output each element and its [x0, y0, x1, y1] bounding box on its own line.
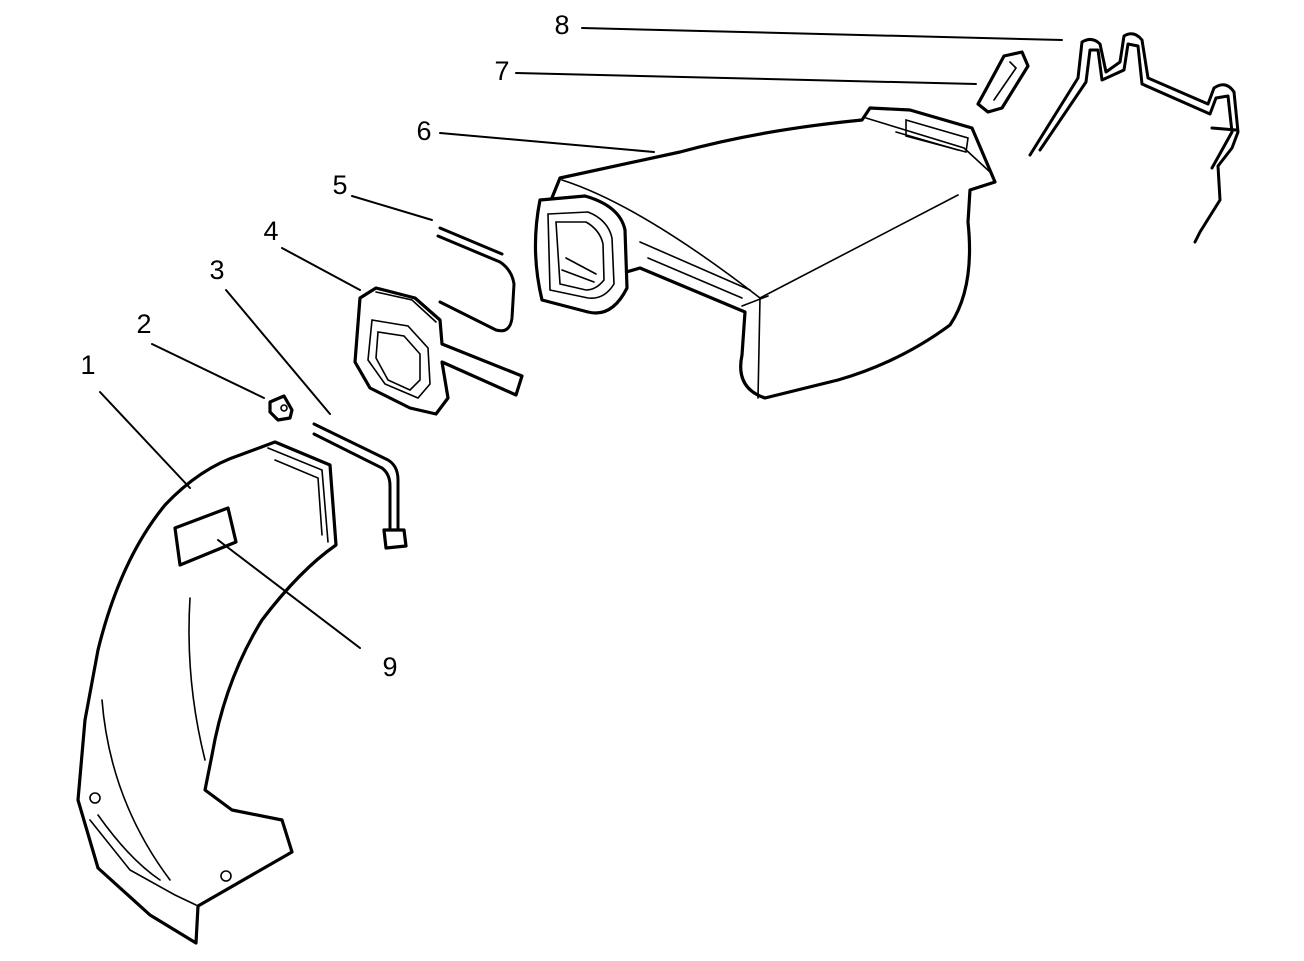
leader-6	[439, 132, 655, 153]
callout-3: 3	[209, 255, 224, 285]
callout-4: 4	[263, 216, 278, 246]
leader-1	[99, 391, 191, 489]
callout-7: 7	[494, 56, 509, 86]
callout-6: 6	[416, 116, 431, 146]
leader-4	[281, 247, 361, 291]
part-2-plug	[268, 394, 294, 422]
callout-5: 5	[332, 170, 347, 200]
part-9-label	[173, 506, 238, 567]
callout-1: 1	[80, 350, 95, 380]
callout-2: 2	[136, 309, 151, 339]
callout-8: 8	[554, 10, 569, 40]
part-3-tube	[312, 422, 408, 550]
part-7-clip	[976, 50, 1030, 114]
leader-5	[351, 195, 433, 221]
part-5-wire	[436, 226, 516, 333]
part-1-curved-duct	[76, 440, 338, 945]
part-4-frame	[353, 286, 524, 416]
callout-9: 9	[382, 652, 397, 682]
leader-9	[217, 539, 361, 649]
callout-labels: 1 2 3 4 5 6 7 8 9	[80, 10, 569, 682]
leader-7	[515, 72, 977, 85]
part-8-rod	[1028, 32, 1240, 244]
leader-3	[225, 289, 331, 415]
leader-2	[151, 343, 265, 399]
leader-8	[581, 27, 1063, 41]
leader-lines	[99, 27, 1063, 649]
part-6-housing	[533, 106, 997, 400]
